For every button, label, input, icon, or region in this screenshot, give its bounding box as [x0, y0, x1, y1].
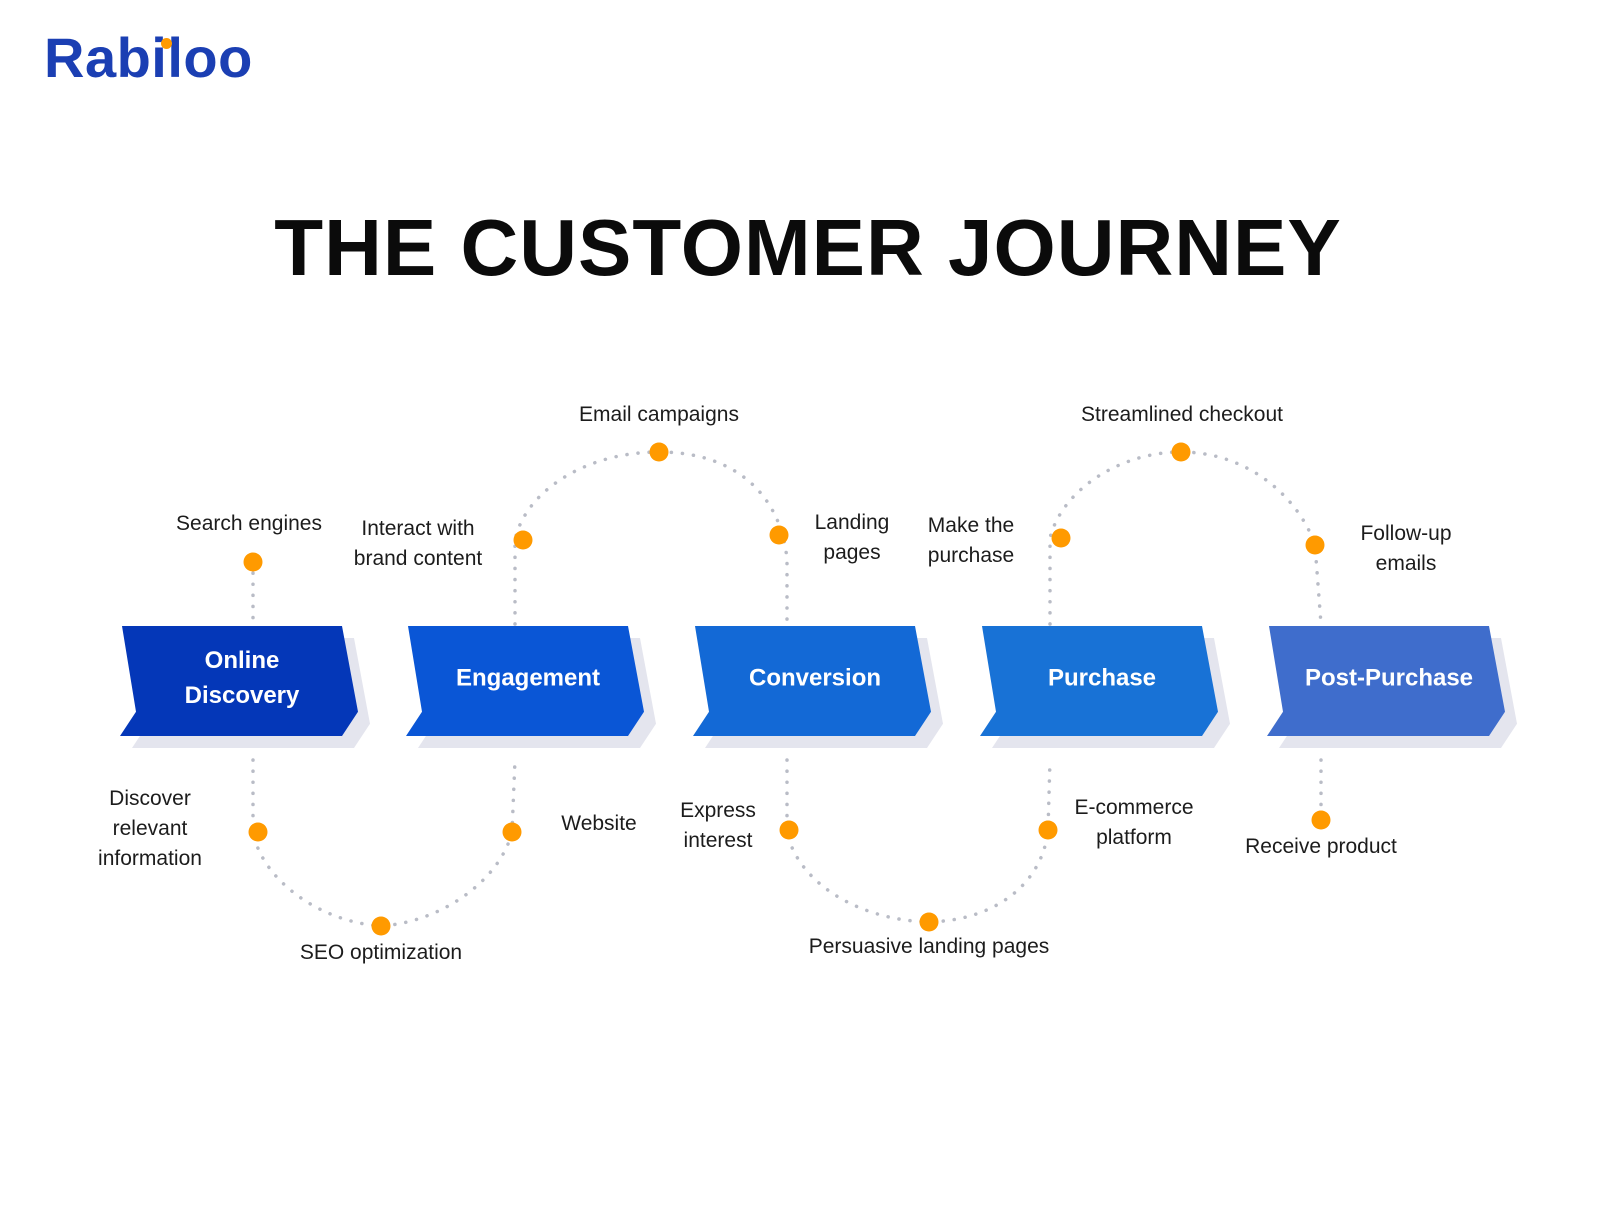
touchpoint-label: Persuasive landing pages	[808, 935, 1050, 958]
touchpoint-label: Email campaigns	[579, 403, 739, 426]
touchpoint-label: Interact with brand content	[353, 517, 483, 570]
stage-label: Online Discovery	[184, 647, 300, 709]
touchpoint-label: Make the purchase	[927, 514, 1015, 567]
touchpoint-dot	[649, 442, 669, 462]
touchpoint-dot	[919, 912, 939, 932]
touchpoint-label: Receive product	[1245, 835, 1397, 858]
touchpoint-label: SEO optimization	[299, 941, 463, 964]
touchpoint-dot	[502, 822, 522, 842]
touchpoint-label: Search engines	[176, 512, 322, 535]
connector-path-4	[785, 758, 1052, 924]
touchpoint-dot	[779, 820, 799, 840]
touchpoint-dot	[243, 552, 263, 572]
stage-arrow-2	[406, 626, 644, 736]
touchpoint-dot	[769, 525, 789, 545]
touchpoint-dot	[1171, 442, 1191, 462]
brand-logo: Rabiloo	[44, 30, 253, 86]
stage-label: Post-Purchase	[1304, 664, 1474, 692]
touchpoint-label: Landing pages	[814, 511, 890, 564]
stage-arrow-4	[980, 626, 1218, 736]
stage-arrows	[120, 626, 1517, 748]
touchpoint-dot	[1038, 820, 1058, 840]
touchpoint-label: Follow-up emails	[1360, 522, 1452, 575]
touchpoint-dot	[513, 530, 533, 550]
stage-label: Purchase	[1047, 664, 1157, 692]
logo-dot-icon	[161, 38, 172, 49]
stage-label: Conversion	[748, 664, 882, 692]
stage-arrow-3	[693, 626, 931, 736]
touchpoint-label: Website	[561, 812, 637, 835]
touchpoint-dot	[248, 822, 268, 842]
brand-name: Rabiloo	[44, 26, 253, 89]
touchpoint-label: E-commerce platform	[1074, 796, 1194, 849]
touchpoint-label: Discover relevant information	[98, 787, 202, 870]
touchpoint-dots	[243, 442, 1331, 936]
connector-path-3	[513, 450, 789, 626]
touchpoint-label: Streamlined checkout	[1081, 403, 1283, 426]
touchpoint-dot	[371, 916, 391, 936]
stage-arrow-1	[120, 626, 358, 736]
touchpoint-dot	[1305, 535, 1325, 555]
connector-path-5	[1048, 450, 1323, 626]
stage-label: Engagement	[455, 664, 601, 692]
page-title: THE CUSTOMER JOURNEY	[274, 203, 1342, 292]
stage-arrow-5	[1267, 626, 1505, 736]
touchpoint-dot	[1311, 810, 1331, 830]
touchpoint-dot	[1051, 528, 1071, 548]
touchpoint-label: Express interest	[680, 799, 756, 852]
connector-path-2	[251, 758, 517, 928]
